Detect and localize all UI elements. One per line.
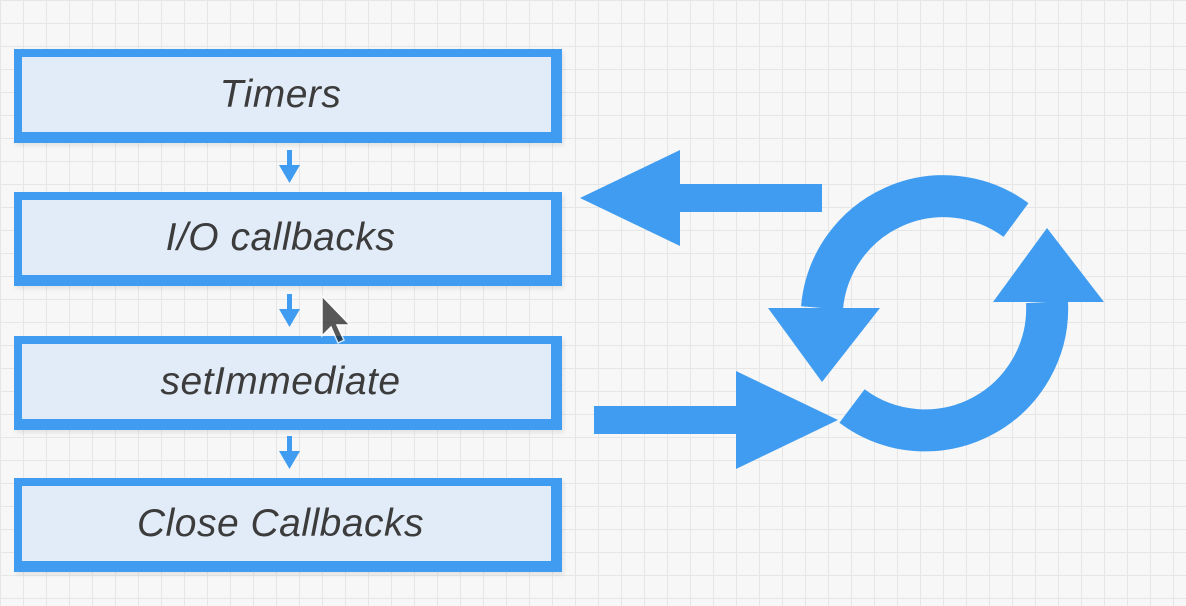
phase-box-io-callbacks: I/O callbacks <box>14 192 562 286</box>
phase-label-timers: Timers <box>219 72 342 116</box>
refresh-icon <box>768 175 1104 452</box>
phase-label-setimmediate: setImmediate <box>160 359 401 403</box>
phase-box-setimmediate: setImmediate <box>14 336 562 430</box>
phase-box-close-callbacks: Close Callbacks <box>14 478 562 572</box>
phase-connector-1 <box>279 150 300 183</box>
phase-label-io-callbacks: I/O callbacks <box>165 215 396 259</box>
phase-connector-3 <box>279 436 300 469</box>
phase-box-timers: Timers <box>14 49 562 143</box>
phase-label-close-callbacks: Close Callbacks <box>136 501 425 545</box>
arrow-right-icon <box>594 371 838 469</box>
mouse-pointer-icon <box>321 294 352 345</box>
phase-connector-2 <box>279 294 300 327</box>
arrow-left-icon <box>580 150 822 246</box>
